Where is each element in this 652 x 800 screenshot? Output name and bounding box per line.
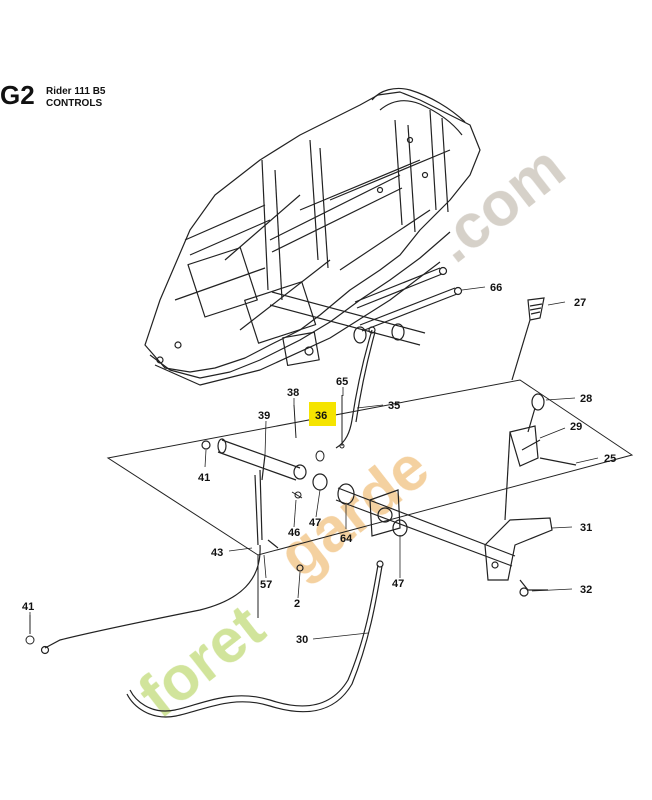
- part-label-27: 27: [574, 297, 586, 309]
- part-label-38: 38: [287, 387, 299, 399]
- watermark-text-orange: garde: [266, 433, 442, 591]
- part-label-41-lower: 41: [22, 601, 34, 613]
- part-label-46: 46: [288, 527, 300, 539]
- part-label-41-upper: 41: [198, 472, 210, 484]
- pedal-bracket: [484, 393, 577, 597]
- part-label-57: 57: [260, 579, 272, 591]
- part-label-65: 65: [336, 376, 348, 388]
- lever-shaft-39: [201, 438, 328, 491]
- part-label-28: 28: [580, 393, 592, 405]
- part-label-29: 29: [570, 421, 582, 433]
- part-label-32: 32: [580, 584, 592, 596]
- section-title: CONTROLS: [46, 98, 103, 109]
- part-label-25: 25: [604, 453, 616, 465]
- model-name: Rider 111 B5: [46, 86, 106, 97]
- part-label-30: 30: [296, 634, 308, 646]
- part-labels: 27 28 29 25 31 32 66 65 35 38 36 39 41 4…: [22, 282, 616, 646]
- part-label-31: 31: [580, 522, 592, 534]
- knob-27: [511, 297, 545, 381]
- highlight-36: [309, 402, 336, 426]
- cable-43: [40, 469, 304, 655]
- leader-lines: [29, 286, 599, 640]
- part-label-39: 39: [258, 410, 270, 422]
- part-label-66: 66: [490, 282, 502, 294]
- part-label-43: 43: [211, 547, 223, 559]
- section-code: G2: [0, 80, 35, 110]
- part-label-36: 36: [315, 410, 327, 422]
- bolt-41-lower: [25, 615, 35, 645]
- watermark-text-green: foret: [126, 592, 277, 731]
- part-label-47-lower: 47: [392, 578, 404, 590]
- cable-35: [335, 326, 376, 449]
- part-label-47-upper: 47: [309, 517, 321, 529]
- part-label-35: 35: [388, 400, 400, 412]
- part-label-2: 2: [294, 598, 300, 610]
- part-label-64: 64: [340, 533, 353, 545]
- cable-30: [126, 560, 384, 718]
- tractor-frame: [144, 87, 481, 386]
- small-parts: [291, 395, 345, 499]
